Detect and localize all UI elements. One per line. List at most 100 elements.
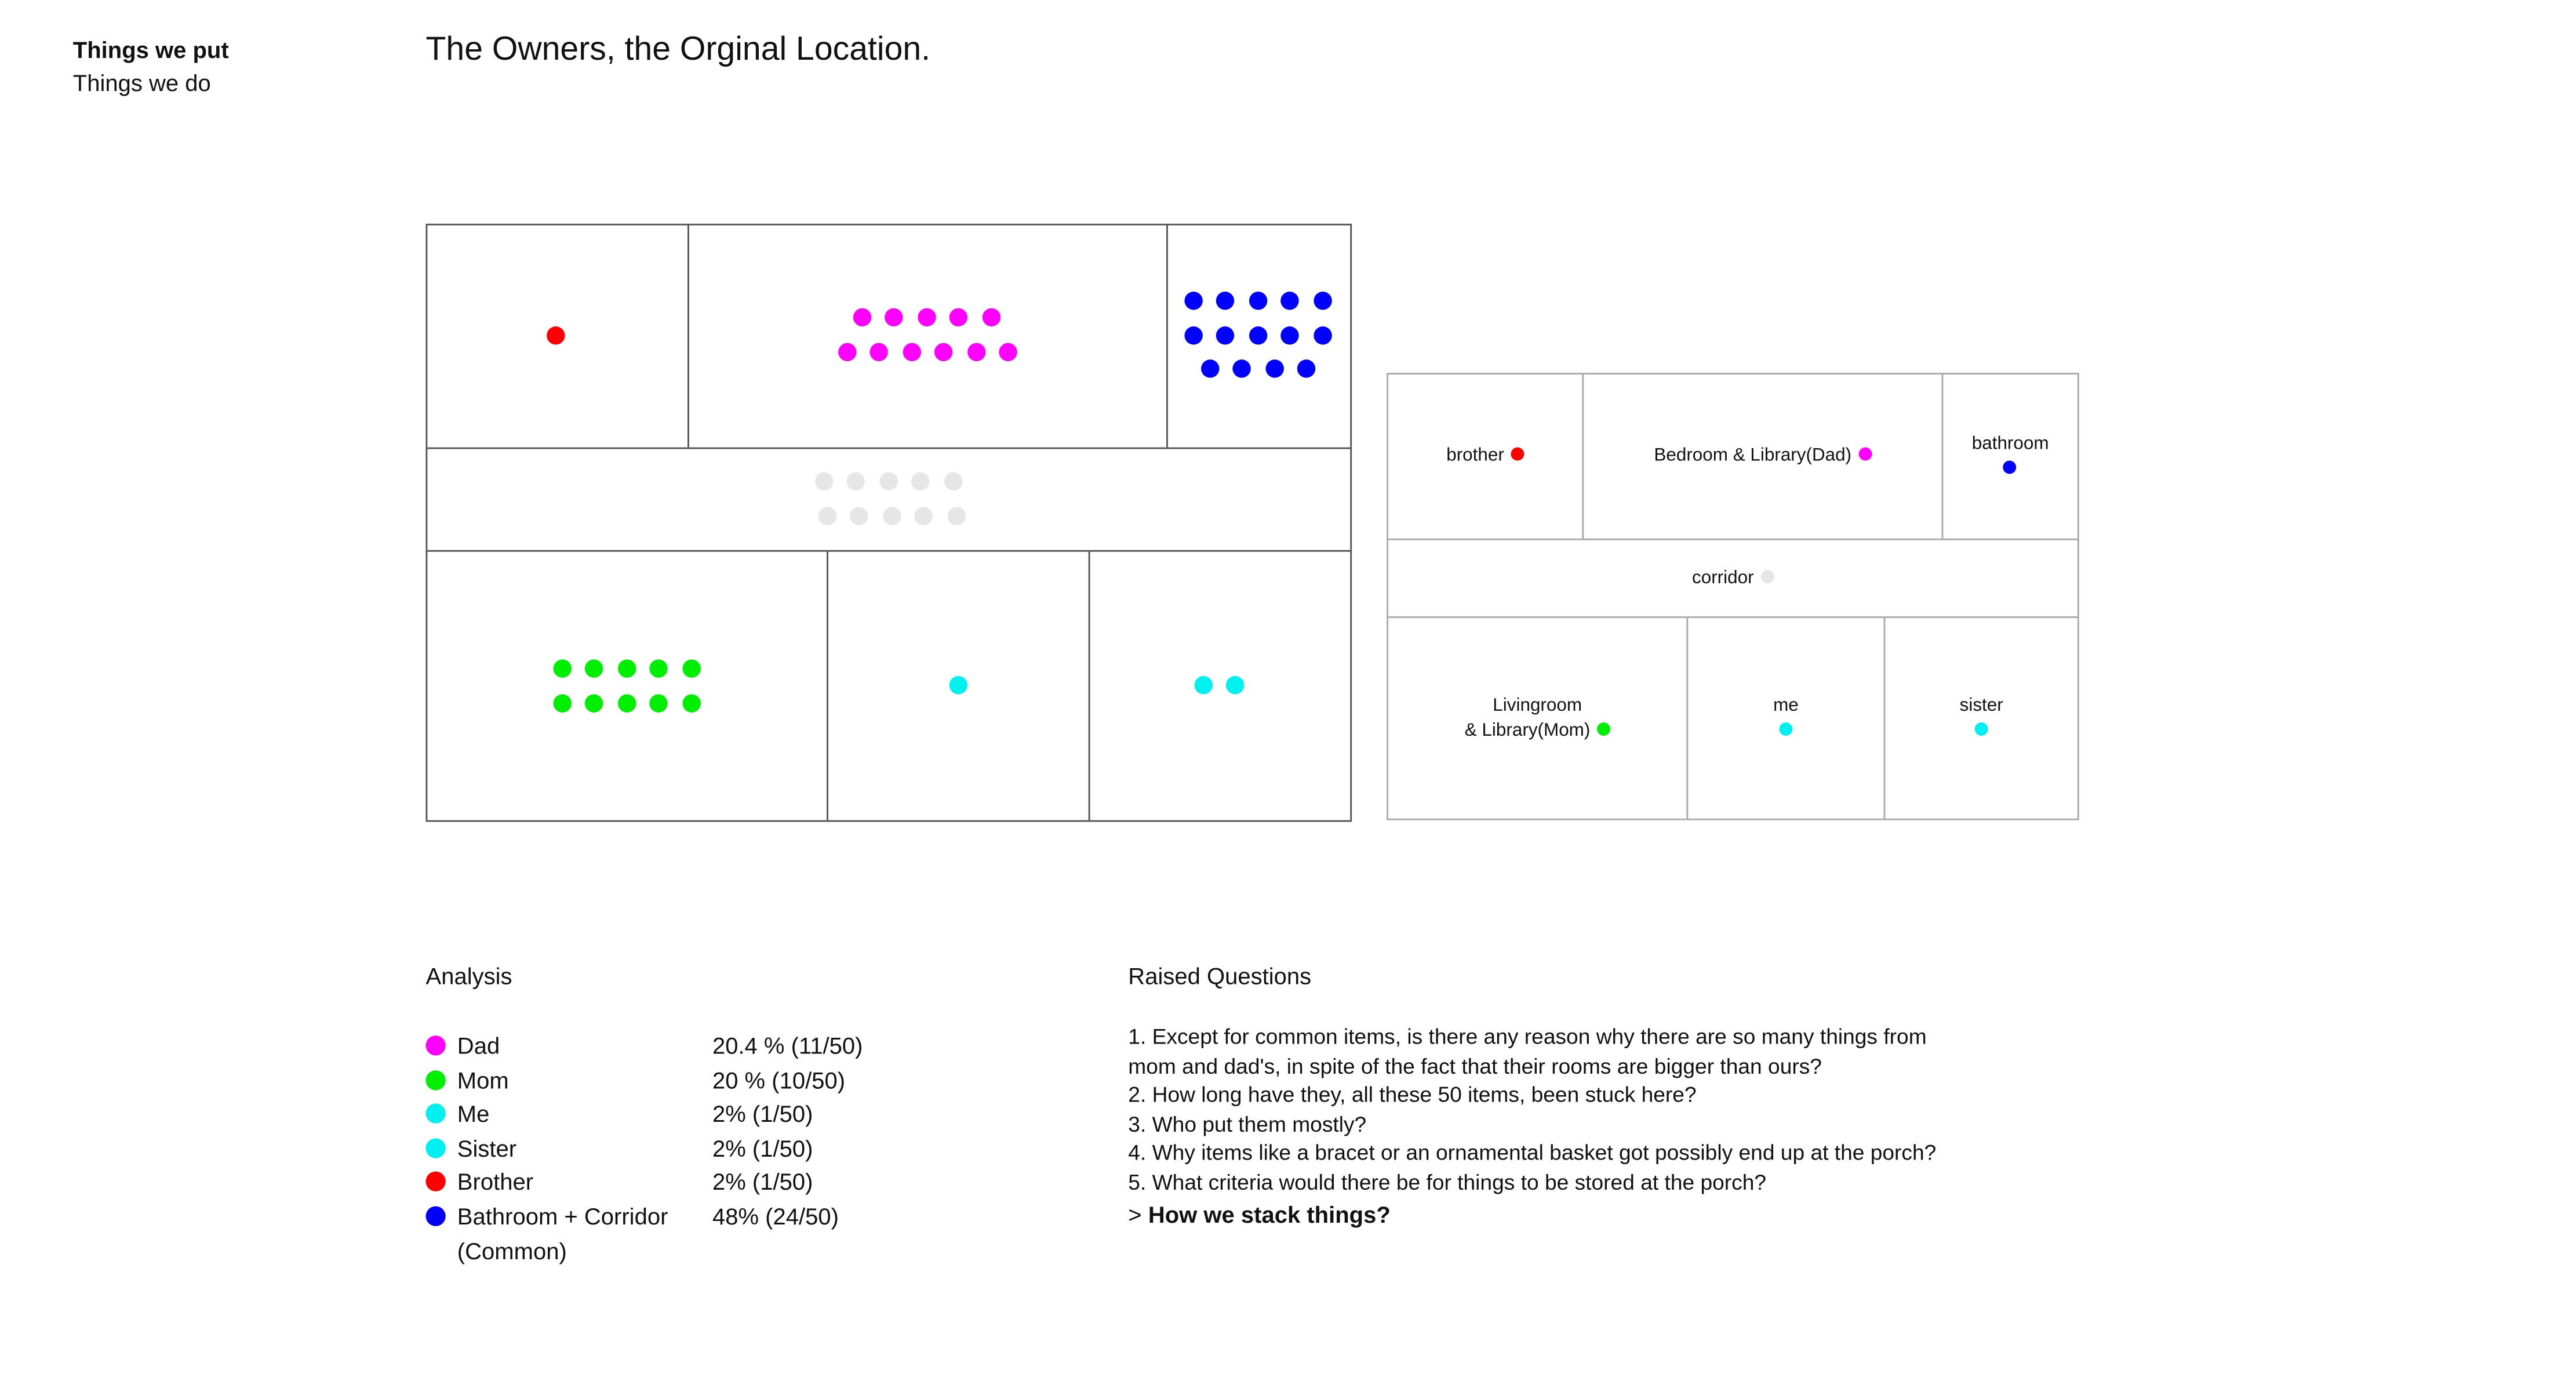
- me-dot: [1779, 721, 1793, 735]
- dad-item-dot: [999, 342, 1017, 361]
- sister-item-dot: [1225, 675, 1245, 694]
- dad-item-dot: [916, 307, 936, 326]
- nav-things-we-put[interactable]: Things we put: [72, 36, 229, 63]
- bathroom-dot: [2003, 460, 2017, 474]
- legend-name: Dad: [457, 1032, 500, 1059]
- label: brother: [1446, 445, 1504, 466]
- bathroom-item-dot: [1248, 290, 1267, 310]
- label: corridor: [1692, 567, 1754, 588]
- room-label-sister: sister: [1883, 616, 2079, 820]
- mom-item-dot: [584, 693, 603, 712]
- bathroom-item-dot: [1312, 290, 1331, 310]
- room-label-bathroom: bathroom: [1941, 373, 2079, 540]
- bathroom-item-dot: [1297, 358, 1316, 377]
- question-line: 1. Except for common items, is there any…: [1128, 1024, 1927, 1049]
- corridor-item-dot: [882, 506, 901, 525]
- legend-dot: [425, 1035, 446, 1056]
- legend-name-cont: (Common): [457, 1237, 567, 1264]
- room-label-me: me: [1686, 616, 1886, 820]
- legend-dot: [425, 1103, 446, 1124]
- dad-item-dot: [852, 307, 871, 326]
- nav-things-we-do[interactable]: Things we do: [72, 70, 211, 96]
- mom-item-dot: [649, 659, 668, 677]
- corridor-item-dot: [911, 471, 930, 490]
- bold-question: How we stack things?: [1148, 1201, 1391, 1228]
- corridor-item-dot: [914, 506, 933, 525]
- dad-item-dot: [966, 342, 985, 361]
- mom-dot: [1596, 721, 1610, 735]
- legend-dot: [425, 1172, 446, 1193]
- label: me: [1773, 695, 1799, 715]
- bathroom-item-dot: [1200, 358, 1219, 377]
- mom-item-dot: [584, 659, 603, 677]
- legend-value: 20 % (10/50): [712, 1066, 846, 1093]
- mom-item-dot: [552, 693, 571, 712]
- room-label-mom: Livingroom & Library(Mom): [1387, 616, 1689, 820]
- legend-value: 48% (24/50): [712, 1202, 839, 1230]
- question-highlight: > How we stack things?: [1128, 1201, 1391, 1230]
- corridor-item-dot: [943, 471, 962, 490]
- me-item-dot: [948, 675, 967, 694]
- dad-item-dot: [934, 342, 953, 361]
- dad-item-dot: [869, 342, 888, 361]
- legend-name: Bathroom + Corridor: [457, 1202, 668, 1230]
- dad-item-dot: [837, 342, 856, 361]
- corridor-dot: [1760, 569, 1774, 583]
- question-line: mom and dad's, in spite of the fact that…: [1128, 1053, 1822, 1079]
- room-label-dad: Bedroom & Library(Dad): [1582, 373, 1944, 540]
- brother-dot: [1511, 447, 1525, 461]
- mom-item-dot: [682, 659, 700, 677]
- legend-dot: [425, 1137, 446, 1158]
- mom-item-dot: [617, 693, 636, 712]
- question-line: 5. What criteria would there be for thin…: [1128, 1169, 1767, 1195]
- page-title: The Owners, the Orginal Location.: [425, 31, 931, 68]
- analysis-heading: Analysis: [425, 962, 512, 990]
- legend-dot: [425, 1206, 446, 1226]
- question-line: 4. Why items like a bracet or an ornamen…: [1128, 1140, 1937, 1165]
- room-label-brother: brother: [1387, 373, 1584, 540]
- bathroom-item-dot: [1248, 325, 1267, 344]
- mom-item-dot: [649, 693, 668, 712]
- bathroom-item-dot: [1232, 358, 1251, 377]
- question-line: 3. Who put them mostly?: [1128, 1111, 1367, 1137]
- corridor-item-dot: [846, 471, 865, 490]
- room-mom: [425, 550, 828, 822]
- bathroom-item-dot: [1216, 325, 1235, 344]
- mom-item-dot: [617, 659, 636, 677]
- corridor-item-dot: [947, 506, 965, 525]
- mom-item-dot: [552, 659, 571, 677]
- legend-value: 2% (1/50): [712, 1135, 813, 1161]
- questions-heading: Raised Questions: [1128, 962, 1312, 990]
- dad-dot: [1858, 447, 1872, 461]
- legend-name: Me: [457, 1100, 490, 1127]
- room-sister: [1088, 550, 1352, 822]
- legend-value: 2% (1/50): [712, 1100, 813, 1127]
- dad-item-dot: [902, 342, 920, 361]
- bathroom-item-dot: [1184, 325, 1202, 344]
- dad-item-dot: [885, 307, 903, 326]
- question-line: 2. How long have they, all these 50 item…: [1128, 1082, 1697, 1107]
- legend-name: Mom: [457, 1066, 509, 1093]
- prefix: >: [1128, 1201, 1148, 1228]
- label: Bedroom & Library(Dad): [1654, 445, 1852, 466]
- bathroom-item-dot: [1280, 290, 1299, 310]
- dad-item-dot: [949, 307, 968, 326]
- corridor-item-dot: [879, 471, 897, 490]
- corridor-item-dot: [814, 471, 833, 490]
- mom-item-dot: [682, 693, 700, 712]
- corridor-item-dot: [850, 506, 868, 525]
- legend-name: Brother: [457, 1169, 534, 1195]
- legend-dot: [425, 1070, 446, 1090]
- corridor-item-dot: [817, 506, 836, 525]
- label: Livingroom: [1493, 695, 1582, 715]
- bathroom-item-dot: [1184, 290, 1202, 310]
- bathroom-item-dot: [1312, 325, 1331, 344]
- legend-value: 20.4 % (11/50): [712, 1032, 863, 1059]
- bathroom-item-dot: [1265, 358, 1283, 377]
- sister-dot: [1974, 721, 1988, 735]
- bathroom-item-dot: [1216, 290, 1235, 310]
- dad-item-dot: [981, 307, 1000, 326]
- label: sister: [1959, 695, 2003, 715]
- label: & Library(Mom): [1464, 719, 1591, 740]
